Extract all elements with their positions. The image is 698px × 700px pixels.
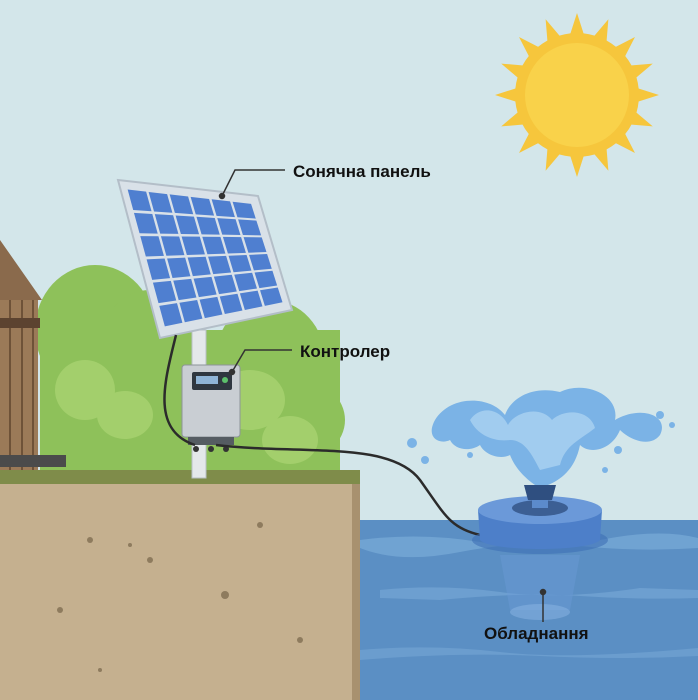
ground: [0, 470, 360, 700]
solar-cell: [140, 236, 164, 257]
sun-ray: [636, 87, 659, 103]
sun-ray: [495, 87, 518, 103]
solar-cell: [213, 274, 237, 295]
solar-cell: [152, 280, 177, 304]
solar-cell: [179, 300, 203, 323]
leader-lines: [218, 169, 547, 622]
controller-icon: [181, 364, 241, 452]
solar-cell: [238, 219, 262, 236]
solar-cell: [254, 270, 278, 289]
solar-cell: [222, 236, 246, 254]
solar-cell: [159, 303, 183, 327]
solar-cell: [208, 255, 232, 275]
solar-cell: [133, 212, 158, 234]
solar-cell: [243, 237, 267, 253]
solar-cell: [239, 290, 263, 310]
cables: [163, 334, 481, 537]
solar-cell: [127, 189, 152, 212]
solar-cell: [160, 236, 185, 256]
solar-cell: [260, 287, 283, 306]
bushes: [35, 265, 345, 485]
sun-ray: [569, 13, 585, 36]
solar-panel-label: Сонячна панель: [293, 162, 431, 181]
solar-panel-icon: [116, 178, 294, 340]
solar-cell: [173, 278, 197, 301]
solar-cell: [148, 191, 173, 213]
solar-cell: [187, 256, 211, 277]
solar-cell: [217, 218, 241, 235]
sun-icon: [495, 13, 659, 177]
fountain-spray: [407, 387, 675, 485]
solar-cell: [234, 272, 257, 292]
solar-cell: [190, 196, 215, 216]
sun-ray: [569, 154, 585, 177]
solar-cell: [169, 194, 194, 215]
solar-cell: [196, 216, 220, 235]
solar-cell: [199, 296, 223, 319]
solar-cell: [167, 257, 191, 278]
solar-cell: [181, 236, 205, 256]
solar-cell: [193, 276, 217, 298]
fountain-pump-icon: [472, 485, 608, 620]
solar-cell: [175, 215, 200, 235]
solar-cell: [232, 201, 256, 219]
solar-cell: [146, 258, 171, 280]
solar-cell: [202, 236, 226, 255]
solar-cell: [249, 254, 272, 271]
equipment-label: Обладнання: [484, 624, 589, 643]
solar-cell: [228, 254, 252, 273]
solar-cell: [154, 214, 179, 234]
house-icon: [0, 240, 66, 470]
controller-label: Контролер: [300, 342, 391, 361]
solar-cell: [211, 199, 235, 218]
solar-cell: [219, 293, 243, 315]
